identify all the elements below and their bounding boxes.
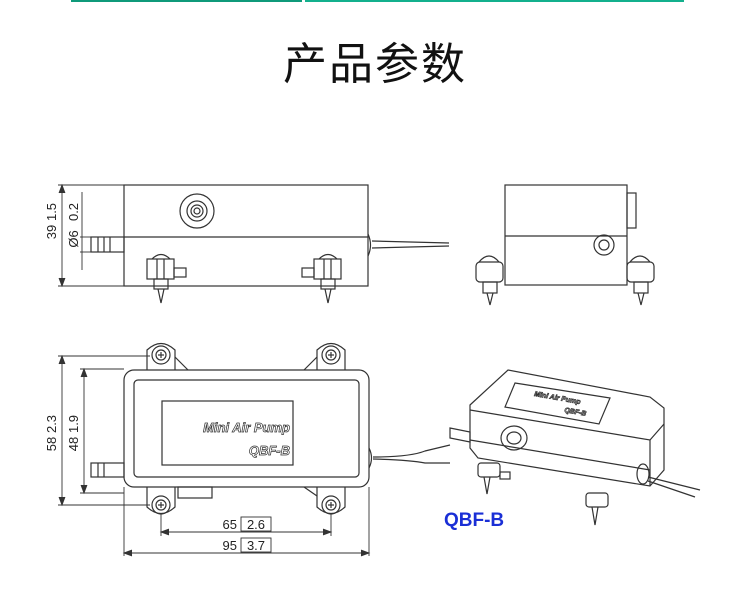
front-mount-foot-right-icon <box>301 253 342 304</box>
iso-view <box>449 369 701 526</box>
iso-body <box>469 369 665 487</box>
iso-mount-foot-left-icon <box>477 462 511 495</box>
side-mount-foot-right-icon <box>626 255 655 306</box>
iso-label-line2: QBF-B <box>564 407 587 418</box>
iso-cable-icon <box>636 463 701 498</box>
dim-body-height-mm: 48 <box>66 437 81 451</box>
side-port-icon <box>593 234 615 256</box>
dim-mount-height-in: 2.3 <box>44 415 59 433</box>
front-outlet-port-icon <box>179 193 215 229</box>
top-body-outer <box>123 369 370 488</box>
top-dimension-lines <box>58 354 371 557</box>
iso-inlet-nozzle-icon <box>449 427 471 443</box>
mount-screw-bottom-left-icon <box>146 486 213 515</box>
dim-port-dia-in: 0.2 <box>66 203 81 221</box>
top-divider-left <box>71 0 302 2</box>
mount-screw-top-left-icon <box>146 342 189 371</box>
mount-screw-top-right-icon <box>303 342 346 371</box>
top-body-inner <box>133 379 360 478</box>
page-title: 产品参数 <box>283 39 467 90</box>
dim-port-dia-mm: Ø6 <box>66 230 81 247</box>
iso-port-icon <box>500 425 528 451</box>
top-inlet-nozzle-icon <box>90 462 125 478</box>
front-dimension-lines <box>58 183 124 288</box>
front-view <box>58 183 450 304</box>
top-cable-icon <box>368 444 451 469</box>
front-inlet-nozzle-icon <box>90 236 125 253</box>
mount-screw-bottom-right-icon <box>303 486 346 515</box>
top-label-line1: Mini Air Pump <box>203 420 290 435</box>
dim-height-mm: 39 <box>44 225 59 239</box>
side-mount-foot-left-icon <box>475 255 504 306</box>
dim-mount-spacing-in: 2.6 <box>247 517 265 532</box>
model-caption: QBF-B <box>444 510 505 531</box>
dim-mount-spacing-mm: 65 <box>223 517 237 532</box>
dim-height-in: 1.5 <box>44 203 59 221</box>
dim-body-length-in: 3.7 <box>247 538 265 553</box>
top-divider-right <box>305 0 684 2</box>
side-body <box>504 184 628 286</box>
dim-body-length-mm: 95 <box>223 538 237 553</box>
iso-mount-foot-right-icon <box>585 492 609 526</box>
top-view <box>58 342 451 557</box>
front-cable-icon <box>367 233 450 257</box>
front-mount-foot-left-icon <box>146 253 187 304</box>
dim-body-height-in: 1.9 <box>66 415 81 433</box>
iso-label-line1: Mini Air Pump <box>534 391 582 406</box>
side-view <box>475 184 655 306</box>
iso-label-plate <box>504 382 611 425</box>
top-label-line2: QBF-B <box>249 443 290 458</box>
dim-mount-height-mm: 58 <box>44 437 59 451</box>
top-label-plate <box>161 400 294 466</box>
